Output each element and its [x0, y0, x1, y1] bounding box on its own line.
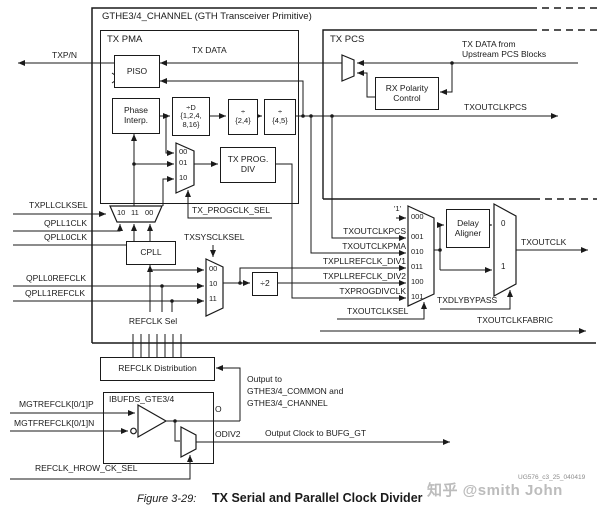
output-to-line2: GTHE3/4_COMMON and: [247, 386, 344, 396]
tx-pma-label: TX PMA: [107, 34, 143, 45]
refclk-distribution-block: REFCLK Distribution: [100, 357, 215, 381]
txoutclkpcs-in-label: TXOUTCLKPCS: [343, 226, 406, 236]
doc-id: UG576_c3_25_040419: [518, 474, 586, 481]
tx-prog-div-block: TX PROG. DIV: [220, 147, 276, 183]
prog-mux-00: 00: [179, 147, 188, 156]
txoutclkpma-in-label: TXOUTCLKPMA: [342, 241, 406, 251]
odiv2-label: ODIV2: [215, 429, 241, 439]
out-mux-000: 000: [411, 212, 424, 221]
pcs-data-mux: [341, 54, 355, 82]
txpllclksel-label: TXPLLCLKSEL: [29, 200, 88, 210]
piso-block: PISO: [114, 55, 160, 88]
txpllrefclk-div2-label: TXPLLREFCLK_DIV2: [322, 271, 406, 281]
sys-mux-10: 10: [209, 279, 218, 288]
tx-progclk-sel-label: TX_PROGCLK_SEL: [192, 205, 270, 215]
upstream-pcs-label: Upstream PCS Blocks: [462, 49, 547, 59]
delay-aligner-block: Delay Aligner: [446, 209, 490, 248]
div-4-5-block: ÷ {4,5}: [264, 99, 296, 135]
qpll1refclk-label: QPLL1REFCLK: [25, 288, 85, 298]
output-to-line1: Output to: [247, 374, 282, 384]
pll-mux-10: 10: [117, 208, 126, 217]
output-to-line3: GTHE3/4_CHANNEL: [247, 398, 328, 408]
mgtfrefclk-n-label: MGTFREFCLK[0/1]N: [14, 418, 95, 428]
sys-mux-00: 00: [209, 264, 218, 273]
tx-pma-box: [100, 30, 299, 204]
dlybypass-mux: [493, 202, 517, 298]
rx-polarity-block: RX Polarity Control: [375, 77, 439, 110]
o-output-label: O: [215, 404, 222, 414]
odiv2-mux: [180, 426, 197, 458]
txoutclkfabric-label: TXOUTCLKFABRIC: [477, 315, 554, 325]
figure-number: Figure 3-29:: [137, 493, 197, 505]
tx-data-from-label: TX DATA from: [462, 39, 516, 49]
outclk-mux: [407, 205, 435, 307]
primitive-title: GTHE3/4_CHANNEL (GTH Transceiver Primiti…: [102, 11, 312, 22]
prog-div-mux: [175, 142, 195, 194]
txpn-label: TXP/N: [52, 50, 78, 60]
out-mux-011: 011: [411, 262, 423, 271]
txoutclk-label: TXOUTCLK: [521, 237, 567, 247]
div-d-block: ÷D {1,2,4, 8,16}: [172, 97, 210, 136]
dly-mux-1: 1: [501, 262, 506, 271]
txoutclkpcs-out-label: TXOUTCLKPCS: [464, 102, 527, 112]
pll-clk-mux: [109, 205, 163, 223]
refclk-sel-label: REFCLK Sel: [128, 316, 178, 326]
out-mux-100: 100: [411, 277, 424, 286]
mgtrefclk-p-label: MGTREFCLK[0/1]P: [19, 399, 94, 409]
tx-data-label: TX DATA: [192, 45, 227, 55]
txoutclksel-label: TXOUTCLKSEL: [347, 306, 409, 316]
sysclk-mux: [205, 258, 224, 317]
ibufds-label: IBUFDS_GTE3/4: [109, 394, 175, 404]
txsysclksel-label: TXSYSCLKSEL: [184, 232, 245, 242]
out-mux-010: 010: [411, 247, 424, 256]
output-clock-bufg-label: Output Clock to BUFG_GT: [265, 428, 367, 438]
prog-mux-01: 01: [179, 158, 188, 167]
pll-mux-11: 11: [131, 208, 139, 217]
tx-pcs-label: TX PCS: [330, 34, 365, 45]
sys-mux-11: 11: [209, 294, 217, 303]
txpllrefclk-div1-label: TXPLLREFCLK_DIV1: [322, 256, 406, 266]
out-mux-101: 101: [411, 292, 424, 301]
txprogdivclk-label: TXPROGDIVCLK: [339, 286, 406, 296]
out-mux-001: 001: [411, 232, 424, 241]
ibufds-buffer-icon: [137, 403, 168, 439]
qpll1clk-label: QPLL1CLK: [44, 218, 87, 228]
qpll0clk-label: QPLL0CLK: [44, 232, 87, 242]
piso-label: PISO: [126, 65, 148, 76]
ibufds-box: [103, 392, 214, 464]
const-one-label: '1': [394, 204, 402, 213]
figure-title: TX Serial and Parallel Clock Divider: [212, 491, 423, 505]
cpll-block: CPLL: [126, 241, 176, 265]
inverter-bubble-icon: [130, 427, 137, 435]
phase-interp-block: Phase Interp.: [112, 98, 160, 134]
div-2-4-block: ÷ {2,4}: [228, 99, 258, 135]
pll-mux-00: 00: [145, 208, 154, 217]
prog-mux-10: 10: [179, 173, 188, 182]
div-2-block: ÷2: [252, 272, 278, 296]
qpll0refclk-label: QPLL0REFCLK: [26, 273, 86, 283]
txdlybypass-label: TXDLYBYPASS: [437, 295, 498, 305]
watermark: 知乎 @smith John: [427, 482, 563, 499]
dly-mux-0: 0: [501, 219, 506, 228]
refclk-hrow-label: REFCLK_HROW_CK_SEL: [35, 463, 138, 473]
